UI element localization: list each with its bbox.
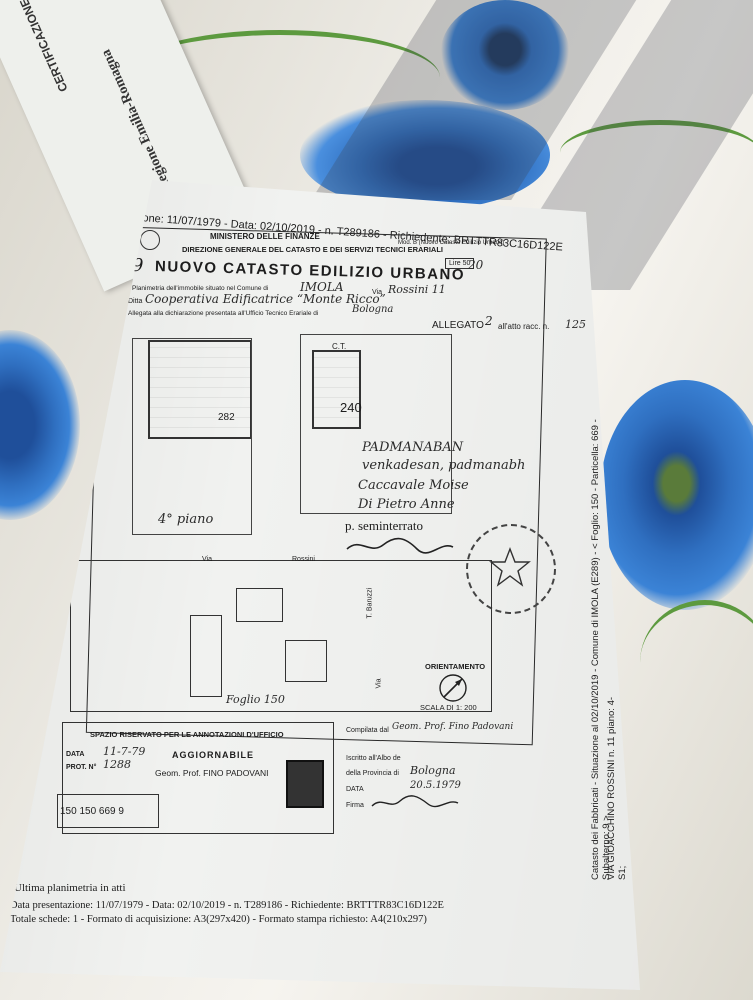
lire-handwritten: 20 [468, 258, 484, 272]
stamp-emblem-icon [489, 547, 531, 587]
document-title: NUOVO CATASTO EDILIZIO URBANO [154, 258, 466, 284]
street-side-label: Via [375, 678, 383, 689]
ufficio-stamp-label: AGGIORNABILE [172, 750, 255, 760]
basement-plan [312, 350, 361, 429]
scale-label: SCALA DI 1: 200 [420, 703, 477, 712]
via-label: Via [372, 289, 382, 296]
footer-line-2: Totale schede: 1 - Formato di acquisizio… [10, 914, 427, 925]
protocol-value: 1288 [103, 758, 131, 771]
office-stamp [466, 524, 556, 614]
blue-flower [0, 330, 80, 520]
ufficio-value: Bologna [352, 304, 394, 315]
lire-box: Lire 50 [445, 258, 475, 269]
foglio-label: Foglio 150 [226, 693, 285, 706]
provincia-label: della Provincia di [346, 770, 399, 777]
atto-label: all'atto racc. n. [498, 322, 550, 331]
cadastral-code: 150 150 669 9 [60, 806, 124, 817]
protocol-label: PROT. N° [66, 764, 97, 771]
compilata-name: Geom. Prof. Fino Padovani [392, 722, 514, 732]
firma-label: Firma [346, 802, 364, 809]
document-frame [85, 226, 547, 746]
header-print-line: ione: 11/07/1979 - Data: 02/10/2019 - n.… [139, 212, 564, 254]
green-stem [560, 120, 753, 185]
official-signature-icon [346, 537, 454, 554]
office-date-label: DATA [66, 751, 85, 758]
office-date-value: 11-7-79 [103, 745, 146, 758]
ministry-name: MINISTERO DELLE FINANZE [210, 232, 320, 241]
iscritto-label: Iscritto all'Albo de [346, 755, 401, 762]
direction-name: DIREZIONE GENERALE DEL CATASTO E DEI SER… [182, 245, 443, 254]
orientamento-label: ORIENTAMENTO [425, 662, 486, 671]
site-building-3 [285, 640, 327, 682]
street-top-name: Rossini [292, 556, 315, 563]
atto-number: 125 [565, 318, 586, 331]
region-brand: Regione Emilia-Romagna [98, 46, 175, 194]
blue-flower [600, 380, 753, 610]
site-building-1 [190, 615, 222, 697]
green-stem [640, 600, 753, 725]
compilata-label: Compilata dal [346, 727, 389, 734]
provincia-value: Bologna [410, 764, 456, 777]
compiled-date-value: 20.5.1979 [410, 780, 461, 791]
north-arrow-icon [439, 674, 467, 702]
site-plan-outline [70, 560, 492, 712]
room-number-282: 282 [218, 412, 235, 423]
ministry-seal-icon [140, 230, 160, 250]
handwritten-owner-4: Di Pietro Anne [358, 497, 455, 512]
office-box-title: SPAZIO RISERVATO PER LE ANNOTAZIONI D'UF… [90, 730, 284, 739]
stamp-portrait-icon [286, 760, 324, 808]
site-building-2 [236, 588, 283, 622]
blue-flower [440, 0, 570, 110]
model-label: Mod. B (Nuovo Catasto Edilizio Urbano) [398, 240, 505, 246]
allegato-label: ALLEGATO [432, 320, 484, 331]
street-top-label: Via [202, 556, 212, 563]
room-number-240: 240 [340, 400, 362, 415]
green-stem [120, 30, 440, 125]
surveyor-signature-icon [371, 795, 459, 808]
ditta-label: Ditta [128, 298, 143, 305]
fourth-floor-plan [148, 340, 252, 439]
allegato-number: 2 [485, 314, 493, 328]
room-ct: C.T. [332, 342, 347, 351]
handwritten-owner-1: PADMANABAN [362, 440, 464, 455]
allegata-label: Allegata alla dichiarazione presentata a… [128, 310, 319, 317]
last-plan-note: Ultima planimetria in atti [14, 882, 126, 894]
via-value: Rossini 11 [388, 283, 446, 296]
handwritten-owner-3: Caccavale Moise [358, 478, 469, 493]
comune-value: IMOLA [300, 280, 344, 294]
ditta-value: Cooperativa Edificatrice “Monte Ricco” [145, 292, 386, 306]
geometra-stamp: Geom. Prof. FINO PADOVANI [155, 768, 269, 778]
street-side-name: T. Baruzzi [366, 587, 374, 619]
footer-line-1: Data presentazione: 11/07/1979 - Data: 0… [10, 900, 444, 911]
handwritten-owner-2: venkadesan, padmanabh [362, 458, 526, 473]
office-annotations-box [62, 722, 334, 834]
certificate-header: CERTIFICAZIONE [16, 0, 71, 94]
basement-outline [300, 334, 452, 514]
basement-label: p. seminterrato [345, 518, 423, 533]
cadastral-code-box [57, 794, 159, 828]
fourth-floor-outline [132, 338, 252, 535]
compiled-date-label: DATA [346, 786, 364, 793]
fourth-floor-label: 4° piano [158, 512, 214, 527]
plan-line-label: Planimetria dell'immobile situato nel Co… [132, 285, 269, 292]
